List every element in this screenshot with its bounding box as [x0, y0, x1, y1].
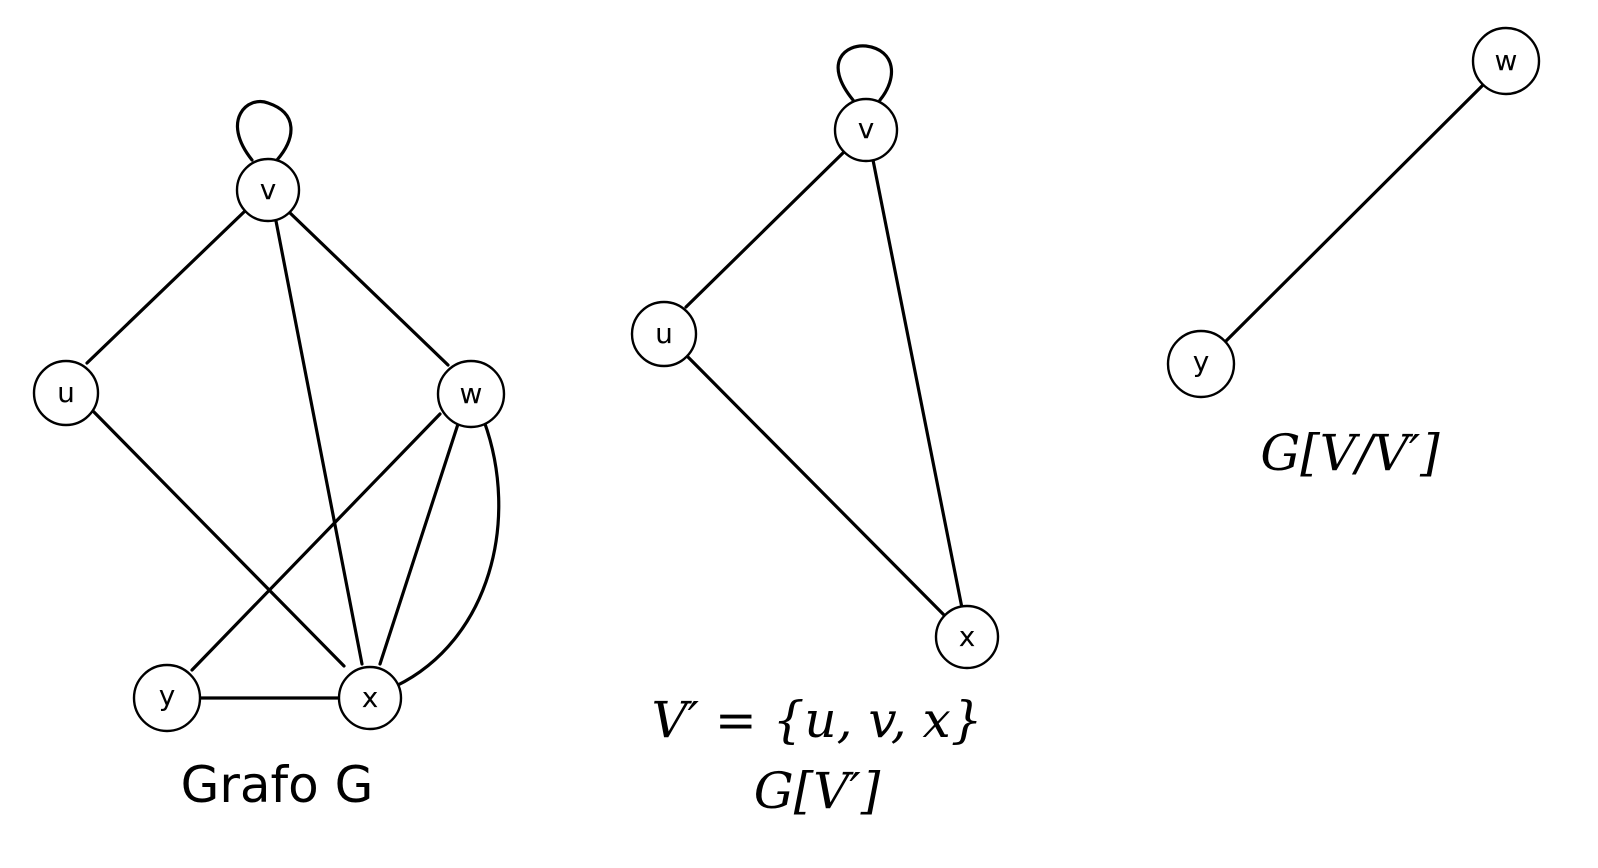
graph-g: v u w y x Grafo G	[32, 100, 506, 814]
edge-v-x	[871, 158, 964, 610]
edge-v-w	[286, 209, 450, 367]
edge-w-y	[190, 412, 442, 672]
edge-u-x	[684, 353, 949, 620]
node-label: w	[460, 377, 483, 410]
node-v: v	[235, 157, 301, 223]
node-x: x	[934, 604, 1000, 670]
node-label: v	[260, 173, 277, 206]
node-label: y	[159, 679, 176, 712]
node-w: w	[436, 359, 506, 429]
node-u: u	[32, 359, 100, 427]
node-label: w	[1495, 44, 1518, 77]
node-y: y	[132, 663, 202, 733]
edge-v-x	[274, 219, 364, 666]
edge-w-y	[1223, 82, 1486, 344]
graph-caption: Grafo G	[181, 756, 374, 814]
node-v: v	[833, 97, 899, 163]
vertex-set-caption: V′ = {u, v, x}	[651, 691, 982, 749]
edge-v-loop	[836, 44, 894, 102]
node-u: u	[630, 300, 698, 368]
graph-caption: G[V/V′]	[1260, 424, 1440, 482]
edge-u-x	[89, 407, 346, 668]
node-label: u	[57, 376, 75, 409]
edge-v-u	[684, 148, 848, 309]
node-label: x	[362, 681, 379, 714]
graph-g-vprime: v u x V′ = {u, v, x} G[V′]	[630, 44, 1000, 820]
graph-g-v-minus-vprime: w y G[V/V′]	[1166, 26, 1541, 482]
edge-v-loop	[236, 100, 293, 162]
node-y: y	[1166, 329, 1236, 399]
node-label: y	[1193, 345, 1210, 378]
node-w: w	[1471, 26, 1541, 96]
graph-caption: G[V′]	[754, 762, 881, 820]
node-label: u	[655, 317, 673, 350]
edge-w-x	[378, 422, 460, 666]
node-label: v	[858, 112, 875, 145]
edge-v-u	[85, 209, 247, 365]
node-label: x	[959, 620, 976, 653]
node-x: x	[337, 665, 403, 731]
edge-w-x-curve	[394, 419, 501, 688]
